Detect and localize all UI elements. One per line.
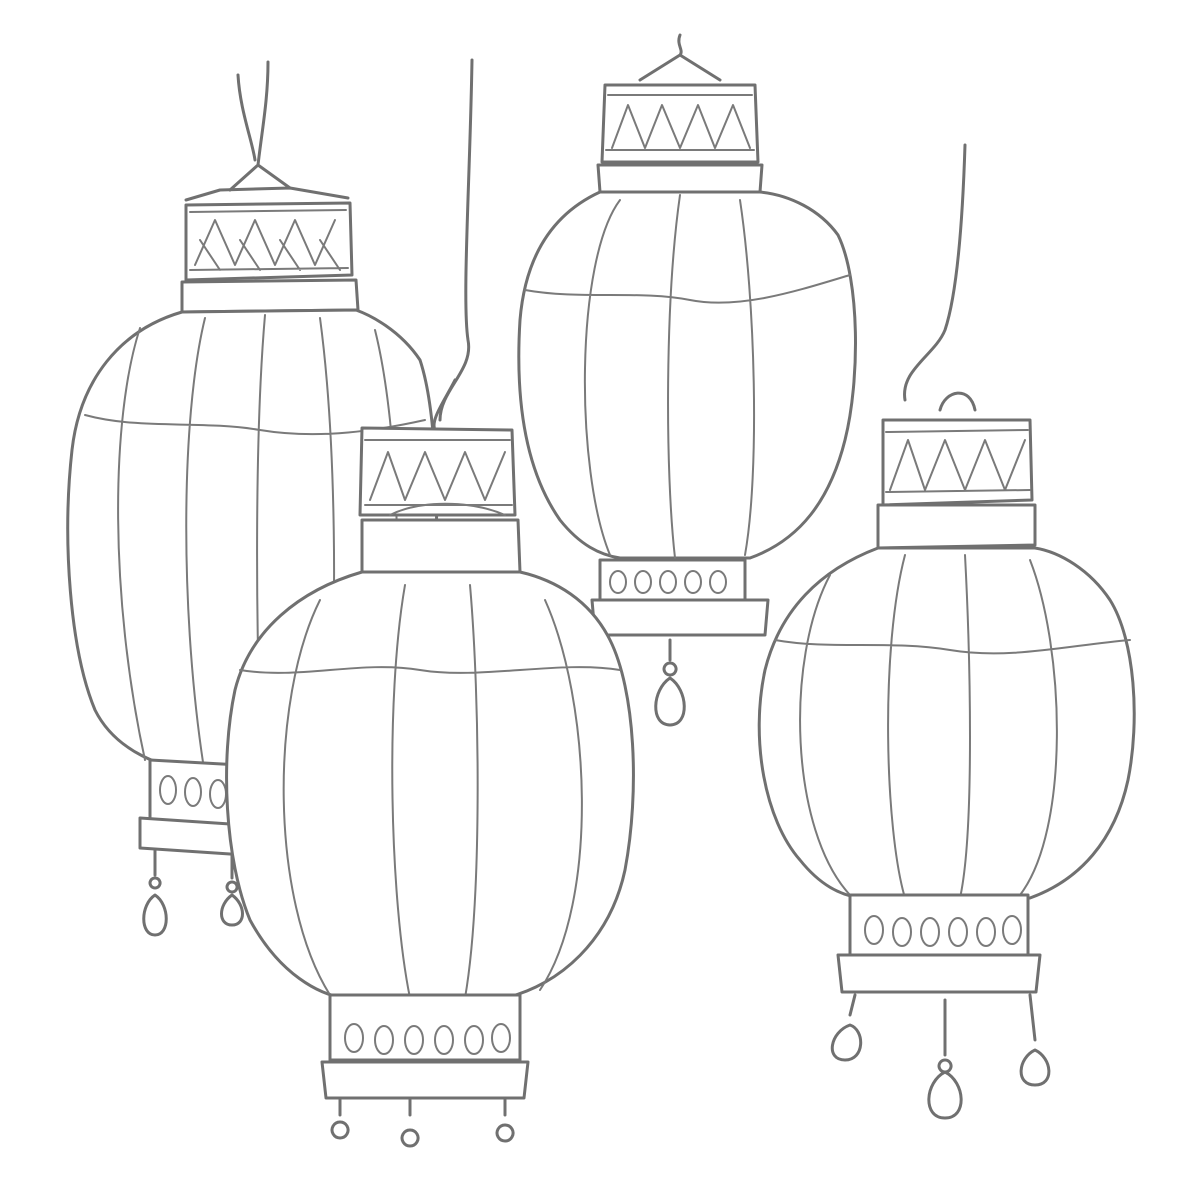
front-right-lantern (757, 143, 1136, 1120)
lantern-crown (358, 426, 517, 517)
tassel (142, 848, 168, 937)
base-ovals (609, 570, 727, 594)
back-right-lantern (517, 33, 857, 727)
front-left-lantern (225, 58, 635, 1148)
lantern-crown (184, 201, 354, 282)
lantern-ribs (84, 314, 426, 776)
lantern-foot (590, 598, 770, 637)
hanging-string (432, 58, 474, 432)
base-ovals (344, 1023, 511, 1055)
lantern-neck (596, 163, 764, 194)
base-ovals (864, 915, 1022, 947)
crown-pattern (885, 429, 1031, 493)
hanging-string (228, 60, 292, 192)
lantern-base (848, 893, 1030, 957)
lantern-base (598, 558, 747, 607)
lantern-neck (360, 518, 522, 574)
lantern-neck (876, 503, 1037, 550)
lantern-ribs (239, 584, 621, 999)
crown-pattern (605, 94, 755, 151)
hanging-string (638, 33, 722, 82)
crown-pattern (364, 439, 513, 516)
lantern-foot (320, 1060, 530, 1100)
lantern-crown (600, 83, 760, 164)
lantern-ribs (774, 554, 1131, 899)
lantern-cap (184, 186, 350, 202)
tassel (330, 1098, 515, 1148)
tassel (830, 993, 1051, 1120)
lantern-crown (881, 418, 1034, 507)
crown-pattern (189, 209, 349, 271)
hanging-string (903, 143, 977, 412)
lantern-body (517, 190, 857, 560)
lantern-neck (180, 278, 360, 314)
lantern-body (225, 570, 635, 1000)
lantern-ribs (524, 194, 851, 559)
lantern-base (328, 993, 522, 1062)
tassel (654, 638, 686, 727)
lantern-body (757, 546, 1136, 900)
lantern-foot (836, 953, 1042, 994)
